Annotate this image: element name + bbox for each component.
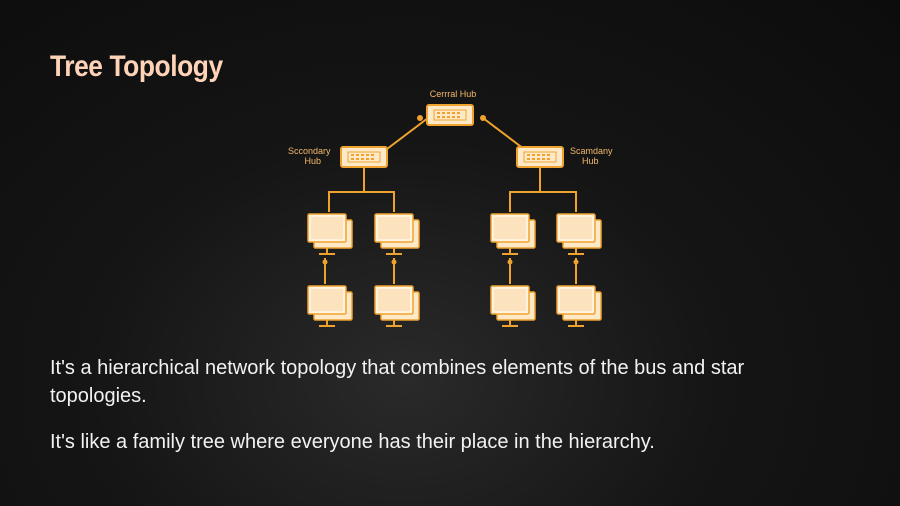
left-hub-icon	[340, 146, 388, 168]
right-hub-label: Scamdany Hub	[570, 146, 615, 166]
right-hub-icon	[516, 146, 564, 168]
computer-icon	[307, 285, 353, 327]
connection-dots	[322, 115, 579, 265]
computer-icon	[490, 285, 536, 327]
slide-title: Tree Topology	[50, 50, 223, 83]
central-hub-icon	[426, 104, 474, 126]
computer-icon	[490, 213, 536, 255]
computer-icon	[374, 285, 420, 327]
right-hub-label-line2: Hub	[582, 156, 599, 166]
right-hub-label-line1: Scamdany	[570, 146, 613, 156]
description-paragraph: It's a hierarchical network topology tha…	[50, 357, 745, 407]
left-hub-label-line2: Hub	[304, 156, 321, 166]
computer-icon	[556, 285, 602, 327]
left-hub-label: Sccondary Hub	[288, 146, 333, 166]
connection-lines	[324, 117, 577, 284]
analogy-paragraph: It's like a family tree where everyone h…	[50, 431, 655, 453]
computer-icon	[307, 213, 353, 255]
computer-icon	[374, 213, 420, 255]
computer-icon	[556, 213, 602, 255]
left-hub-label-line1: Sccondary	[288, 146, 331, 156]
central-hub-label: Cerrral Hub	[430, 89, 477, 99]
